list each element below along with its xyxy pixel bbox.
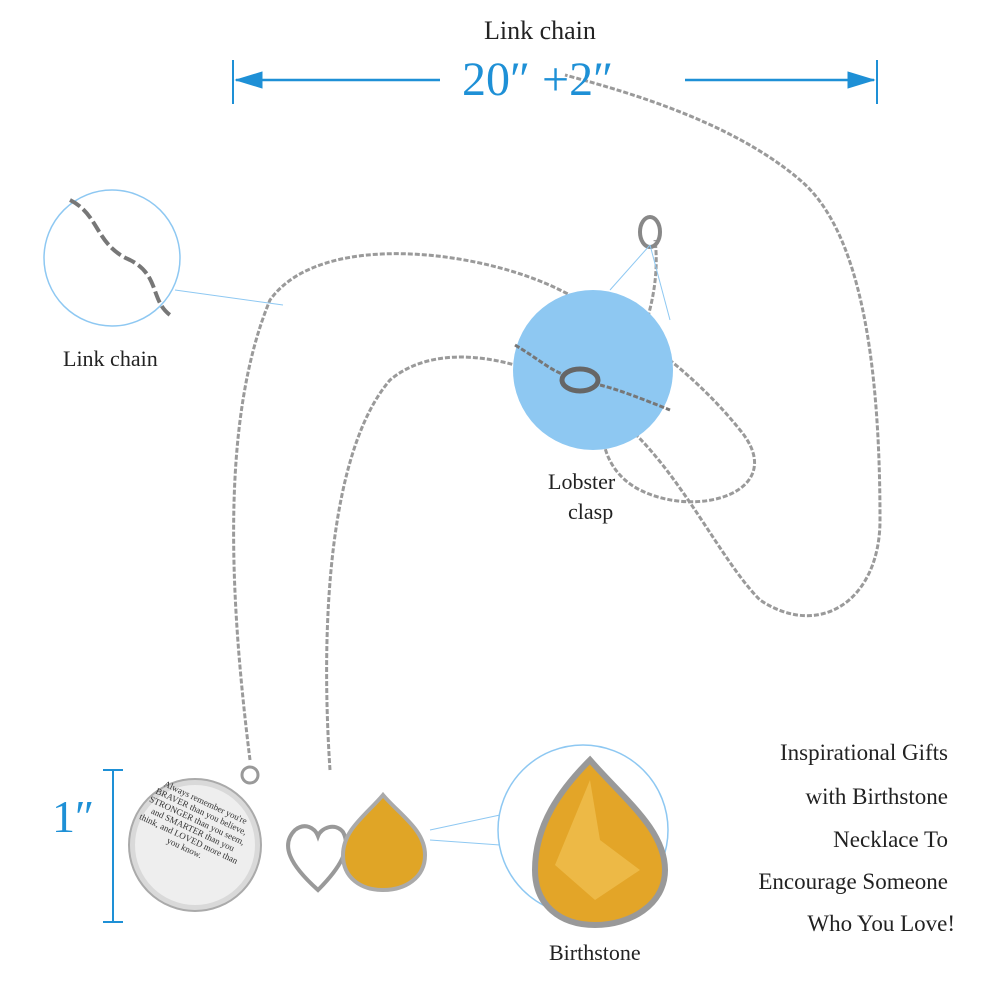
heart-charm [286,824,348,893]
tagline-line-5: Who You Love! [807,911,955,936]
birthstone-callout-label: Birthstone [549,940,641,965]
clasp-callout-label-line1: Lobster [548,469,616,494]
tagline-line-4: Encourage Someone [758,869,948,894]
tagline-line-2: with Birthstone [805,784,948,809]
tagline-line-3: Necklace To [833,827,948,852]
clasp-callout-label-line2: clasp [568,499,614,524]
birthstone-charm [340,791,428,893]
chain-callout-label: Link chain [63,346,158,371]
lobster-clasp [638,215,662,249]
clasp-detail-inset [513,244,673,450]
pendant-size: 1″ [52,791,95,842]
length-dimension-line [232,60,878,104]
engraved-pendant [128,765,262,912]
chain-detail-inset [43,189,284,327]
birthstone-detail-inset [429,744,669,929]
pendant-size-bar [103,769,123,923]
chain-length: 20″ +2″ [462,53,614,106]
tagline-line-1: Inspirational Gifts [780,740,948,765]
top-chain-label: Link chain [484,16,596,45]
